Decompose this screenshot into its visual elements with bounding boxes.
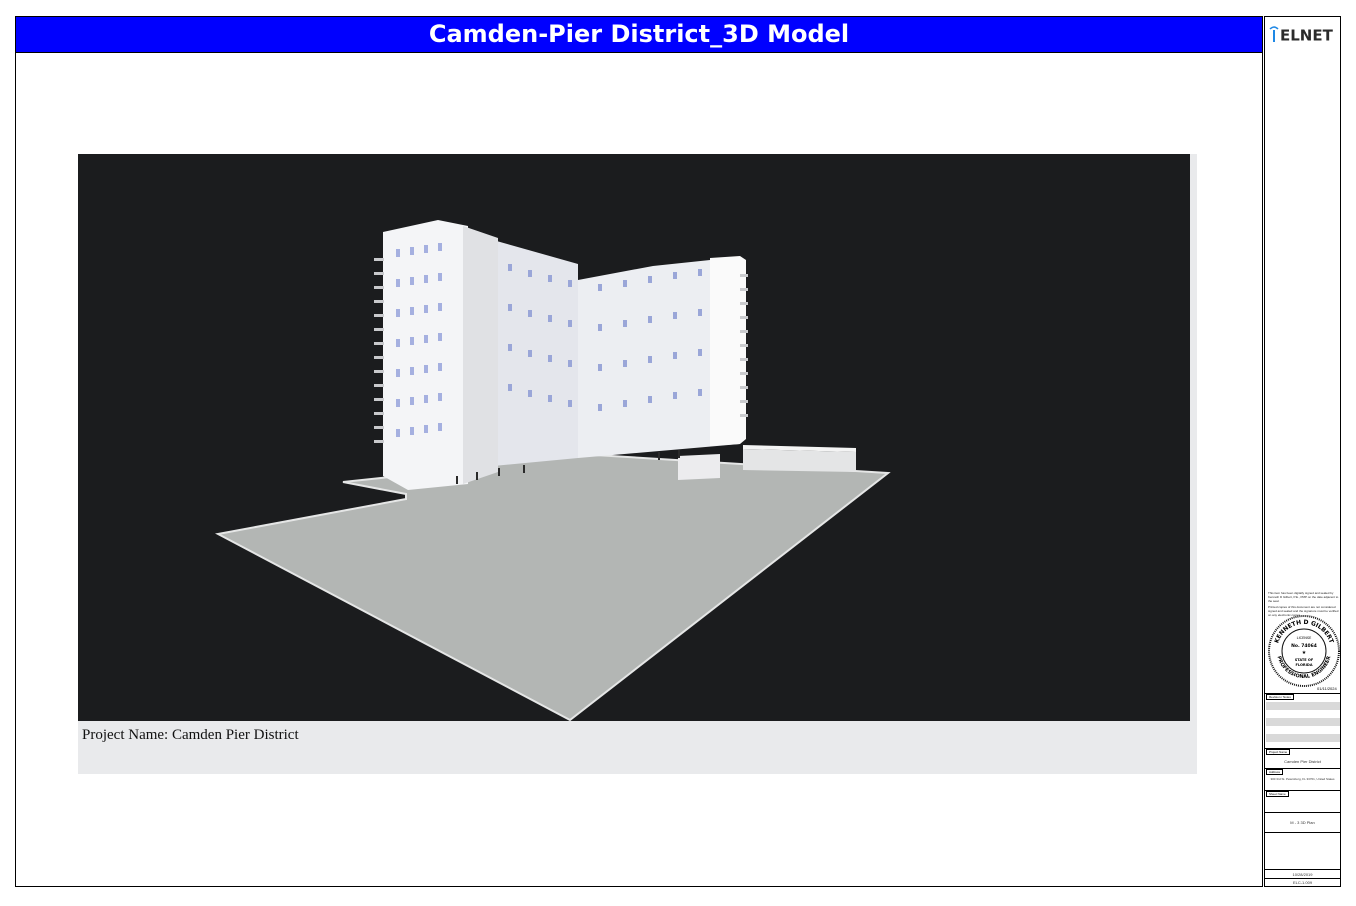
revision-row (1266, 734, 1340, 742)
disclaimer-text-1: This item has been digitally signed and … (1268, 591, 1339, 603)
revision-row (1266, 702, 1340, 710)
divider (1265, 878, 1340, 879)
svg-text:KENNETH D GILBERT: KENNETH D GILBERT (1273, 619, 1335, 645)
ground-plane (214, 452, 891, 722)
project-name-value: Camden Pier District (1284, 759, 1321, 764)
drawing-frame (15, 16, 1263, 887)
sheet-number: ELC-1.009 (1292, 880, 1313, 885)
sheet-name-value: M - 3 3D Plan (1290, 820, 1315, 825)
company-logo: ELNET (1269, 25, 1341, 47)
page-title: Camden-Pier District_3D Model (16, 17, 1262, 53)
seal-icon: KENNETH D GILBERT PROFESSIONAL ENGINEER … (1268, 615, 1340, 687)
caption-panel: Project Name: Camden Pier District (78, 721, 1197, 774)
project-name-caption: Project Name: Camden Pier District (82, 727, 299, 743)
address-value: 300 3rd St. Petersburg, FL 33701, United… (1270, 777, 1335, 781)
issue-date: 10/28/2019 (1292, 872, 1313, 877)
seal-date: 01/11/2024 (1317, 686, 1337, 691)
seal-disclaimer: This item has been digitally signed and … (1268, 591, 1340, 617)
left-windows (396, 243, 442, 437)
divider (1265, 693, 1340, 694)
divider (1265, 768, 1340, 769)
seal-state-text: STATE OF (1295, 658, 1314, 662)
sheet-name-label: Sheet Name (1266, 791, 1289, 797)
title-block: ELNET This item has been digitally signe… (1264, 16, 1341, 887)
pavilion (678, 454, 720, 480)
tower-right (578, 258, 740, 458)
logo-mark-icon (1269, 25, 1279, 47)
seal-florida-text: FLORIDA (1295, 663, 1312, 667)
ground-doors (456, 450, 680, 484)
3d-model-viewport[interactable] (78, 154, 1190, 722)
annex-block (743, 449, 856, 472)
divider (1265, 790, 1340, 791)
logo-text: ELNET (1280, 26, 1333, 45)
svg-text:★: ★ (1302, 650, 1307, 656)
engineer-seal: KENNETH D GILBERT PROFESSIONAL ENGINEER … (1267, 614, 1341, 693)
divider (1265, 812, 1340, 813)
tower-left (383, 220, 468, 490)
revision-label: Revision / Notes (1266, 694, 1294, 700)
divider (1265, 869, 1340, 870)
seal-top-text: KENNETH D GILBERT (1273, 619, 1335, 645)
address-label: Address (1266, 769, 1284, 775)
building-model-render (214, 220, 891, 722)
tower-middle (493, 240, 578, 466)
left-balconies (374, 258, 748, 443)
divider (1265, 748, 1340, 749)
seal-number-text: No. 74064 (1291, 643, 1317, 649)
seal-license-text: LICENSE (1297, 636, 1312, 640)
divider (1265, 832, 1340, 833)
viewport-border (1190, 154, 1197, 721)
project-name-label: Project Name (1266, 749, 1291, 755)
disclaimer-text-2: Printed copies of this document are not … (1268, 605, 1339, 617)
right-windows (508, 264, 702, 411)
revision-row (1266, 718, 1340, 726)
